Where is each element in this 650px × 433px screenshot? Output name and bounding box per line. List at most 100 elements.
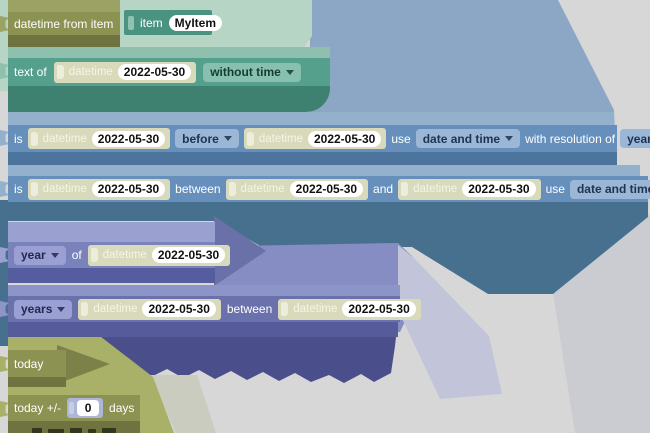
datetime-label: datetime [293,303,338,315]
date-field[interactable]: 2022-05-30 [462,181,536,197]
dropdown-value: date and time [576,182,650,196]
date-field[interactable]: 2022-05-30 [91,181,166,197]
output-plug-unit-of [0,247,9,263]
datetime-plug [246,131,254,146]
block-datetime-input[interactable]: datetime 2022-05-30 [225,178,369,200]
clipped-block-fragment [70,428,82,433]
output-plug-datetime-from-item [0,16,9,32]
block-text-of[interactable]: text of datetime 2022-05-30 without time [8,58,330,86]
number-field[interactable]: 0 [77,400,100,416]
use-label: use [545,182,565,196]
clipped-block-fragment [102,428,116,433]
block-datetime-input[interactable]: datetime 2022-05-30 [27,178,171,200]
block-datetime-input[interactable]: datetime 2022-05-30 [53,61,197,83]
datetime-label: datetime [102,249,147,261]
block-bevel-top [8,47,330,58]
block-item[interactable]: item MyItem [124,10,223,35]
between-label: between [226,302,273,316]
date-field[interactable]: 2022-05-30 [91,130,166,147]
number-plug [69,402,75,414]
item-name-field[interactable]: MyItem [168,14,223,31]
block-bevel-top [8,285,400,296]
is-label: is [14,182,23,196]
block-today[interactable]: today [8,350,66,377]
block-bevel-bottom [8,86,330,112]
item-label: item [140,15,163,30]
resolution-dropdown[interactable]: years [620,129,650,148]
datetime-label: datetime [258,132,303,145]
block-datetime-input[interactable]: datetime 2022-05-30 [78,298,221,320]
comparison-dropdown[interactable]: before [175,129,239,148]
output-plug-text-of [0,63,9,79]
datetime-label: datetime [240,183,285,195]
block-bevel-top [8,387,140,395]
block-units-between[interactable]: years datetime 2022-05-30 between dateti… [8,296,421,322]
chevron-down-icon [57,306,66,312]
datetime-label: datetime [42,132,87,145]
output-plug-today [0,356,9,372]
dropdown-value: years [627,131,650,146]
between-label: between [175,182,221,196]
output-plug-today-offset [0,401,9,417]
offset-prefix-label: today +/- [14,401,62,415]
datetime-plug [90,248,98,262]
block-is-before[interactable]: is datetime 2022-05-30 before datetime 2… [8,125,650,152]
clipped-block-fragment [48,429,64,433]
date-field[interactable]: 2022-05-30 [289,181,364,197]
datetime-plug [401,182,409,196]
dropdown-value: year [21,248,46,262]
datetime-label: datetime [413,183,458,195]
block-bevel-bottom [8,268,215,283]
block-datetime-input[interactable]: datetime 2022-05-30 [27,128,171,149]
block-bevel-top [8,0,120,12]
block-datetime-input[interactable]: datetime 2022-05-30 [398,178,541,200]
chevron-down-icon [50,252,59,258]
of-label: of [71,248,82,262]
block-unit-of[interactable]: year of datetime 2022-05-30 [8,242,231,268]
block-bevel-top [8,112,614,125]
date-field[interactable]: 2022-05-30 [117,64,192,80]
block-number-input[interactable]: 0 [67,398,104,418]
clipped-block-fragment [32,428,42,433]
block-bevel-top [8,222,215,242]
block-is-between[interactable]: is datetime 2022-05-30 between datetime … [8,176,650,202]
output-plug-is-between [0,181,9,197]
format-dropdown[interactable]: without time [203,62,301,82]
unit-dropdown[interactable]: year [14,245,66,265]
chevron-down-icon [285,69,294,75]
clipped-block-fragment [88,429,96,433]
block-bevel-top [8,165,640,176]
date-field[interactable]: 2022-05-30 [142,301,216,317]
block-datetime-from-item[interactable]: datetime from item [8,12,120,35]
block-datetime-input[interactable]: datetime 2022-05-30 [87,244,231,266]
block-today-offset[interactable]: today +/- 0 days [8,395,140,421]
date-field[interactable]: 2022-05-30 [342,301,416,317]
use-dropdown[interactable]: date and time [569,179,650,199]
block-bevel-bottom [8,35,120,47]
datetime-label: datetime [42,183,87,195]
datetime-plug [281,302,289,316]
dropdown-value: without time [210,65,281,79]
chevron-down-icon [223,136,232,141]
date-field[interactable]: 2022-05-30 [151,247,226,263]
datetime-plug [30,182,38,196]
date-field[interactable]: 2022-05-30 [307,130,382,147]
block-bevel-bottom [8,322,398,337]
and-label: and [373,182,394,196]
item-plug [128,15,134,30]
block-label: today [14,356,44,371]
block-bevel-bottom [8,377,66,390]
unit-dropdown[interactable]: years [14,299,73,319]
dropdown-value: before [182,131,219,146]
output-plug-units-between [0,301,9,317]
block-bevel-bottom [8,152,617,165]
datetime-label: datetime [68,66,113,78]
offset-suffix-label: days [109,401,135,415]
datetime-plug [56,65,64,79]
datetime-plug [228,182,236,196]
block-datetime-input[interactable]: datetime 2022-05-30 [278,298,421,320]
is-label: is [14,131,23,146]
block-datetime-input[interactable]: datetime 2022-05-30 [243,128,387,149]
use-dropdown[interactable]: date and time [415,129,521,148]
